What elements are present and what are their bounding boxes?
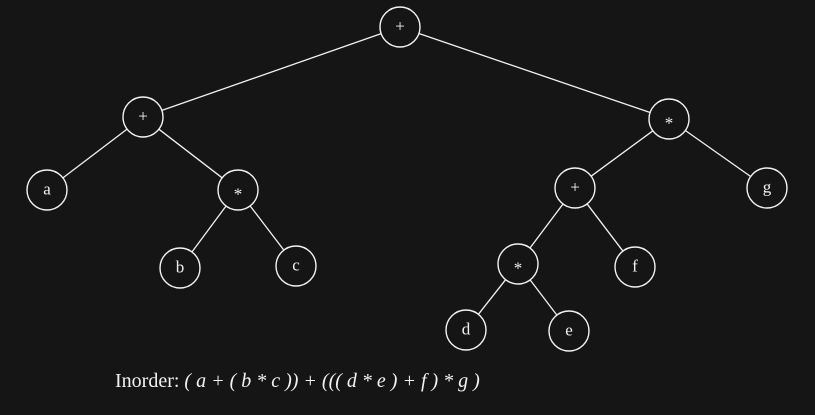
- node-label: *: [665, 114, 674, 133]
- node-label: b: [176, 258, 185, 277]
- inorder-caption: Inorder: ( a + ( b * c )) + ((( d * e ) …: [115, 370, 480, 393]
- node-circle: [746, 167, 788, 209]
- node-circle: [379, 6, 421, 48]
- node-label: +: [570, 178, 580, 197]
- node-circle: [497, 243, 539, 285]
- tree-node-n1: +: [379, 6, 421, 48]
- node-circle: [548, 310, 590, 352]
- node-label: e: [565, 321, 573, 340]
- tree-node-n5: *: [217, 169, 259, 211]
- tree-nodes: + + * a * b c + g * f d e: [26, 6, 788, 352]
- tree-edge-n2-n4: [62, 128, 128, 179]
- node-label: f: [632, 257, 638, 276]
- tree-node-n9: g: [746, 167, 788, 209]
- node-circle: [217, 169, 259, 211]
- node-label: d: [462, 320, 471, 339]
- tree-edge-n10-n12: [477, 279, 507, 315]
- tree-node-n3: *: [648, 98, 690, 140]
- tree-edge-n10-n13: [529, 279, 558, 316]
- node-label: g: [763, 178, 772, 197]
- tree-node-n8: +: [554, 167, 596, 209]
- node-label: +: [138, 107, 148, 126]
- tree-edge-n8-n10: [529, 203, 564, 249]
- tree-edge-n8-n11: [586, 203, 624, 252]
- node-circle: [614, 246, 656, 288]
- tree-edge-n3-n8: [590, 130, 654, 177]
- node-circle: [26, 169, 68, 211]
- node-circle: [445, 309, 487, 351]
- node-circle: [122, 96, 164, 138]
- node-label: +: [395, 17, 405, 36]
- node-circle: [554, 167, 596, 209]
- node-circle: [159, 247, 201, 289]
- tree-node-n4: a: [26, 169, 68, 211]
- node-circle: [648, 98, 690, 140]
- tree-edge-n5-n6: [191, 205, 227, 253]
- tree-edge-n1-n2: [161, 32, 382, 112]
- inorder-expression: ( a + ( b * c )) + ((( d * e ) + f ) * g…: [184, 370, 480, 392]
- tree-node-n7: c: [275, 245, 317, 287]
- node-label: a: [43, 180, 51, 199]
- node-label: *: [514, 259, 523, 278]
- tree-node-n12: d: [445, 309, 487, 351]
- tree-edge-n3-n9: [684, 129, 752, 178]
- tree-node-n13: e: [548, 310, 590, 352]
- inorder-prefix: Inorder:: [115, 370, 180, 392]
- tree-node-n11: f: [614, 246, 656, 288]
- node-circle: [275, 245, 317, 287]
- tree-edge-n5-n7: [249, 205, 285, 251]
- node-label: c: [292, 256, 300, 275]
- tree-edge-n2-n5: [158, 128, 223, 179]
- tree-node-n2: +: [122, 96, 164, 138]
- tree-node-n10: *: [497, 243, 539, 285]
- tree-edge-n1-n3: [418, 32, 651, 114]
- tree-edges: [62, 32, 752, 316]
- node-label: *: [234, 185, 243, 204]
- tree-node-n6: b: [159, 247, 201, 289]
